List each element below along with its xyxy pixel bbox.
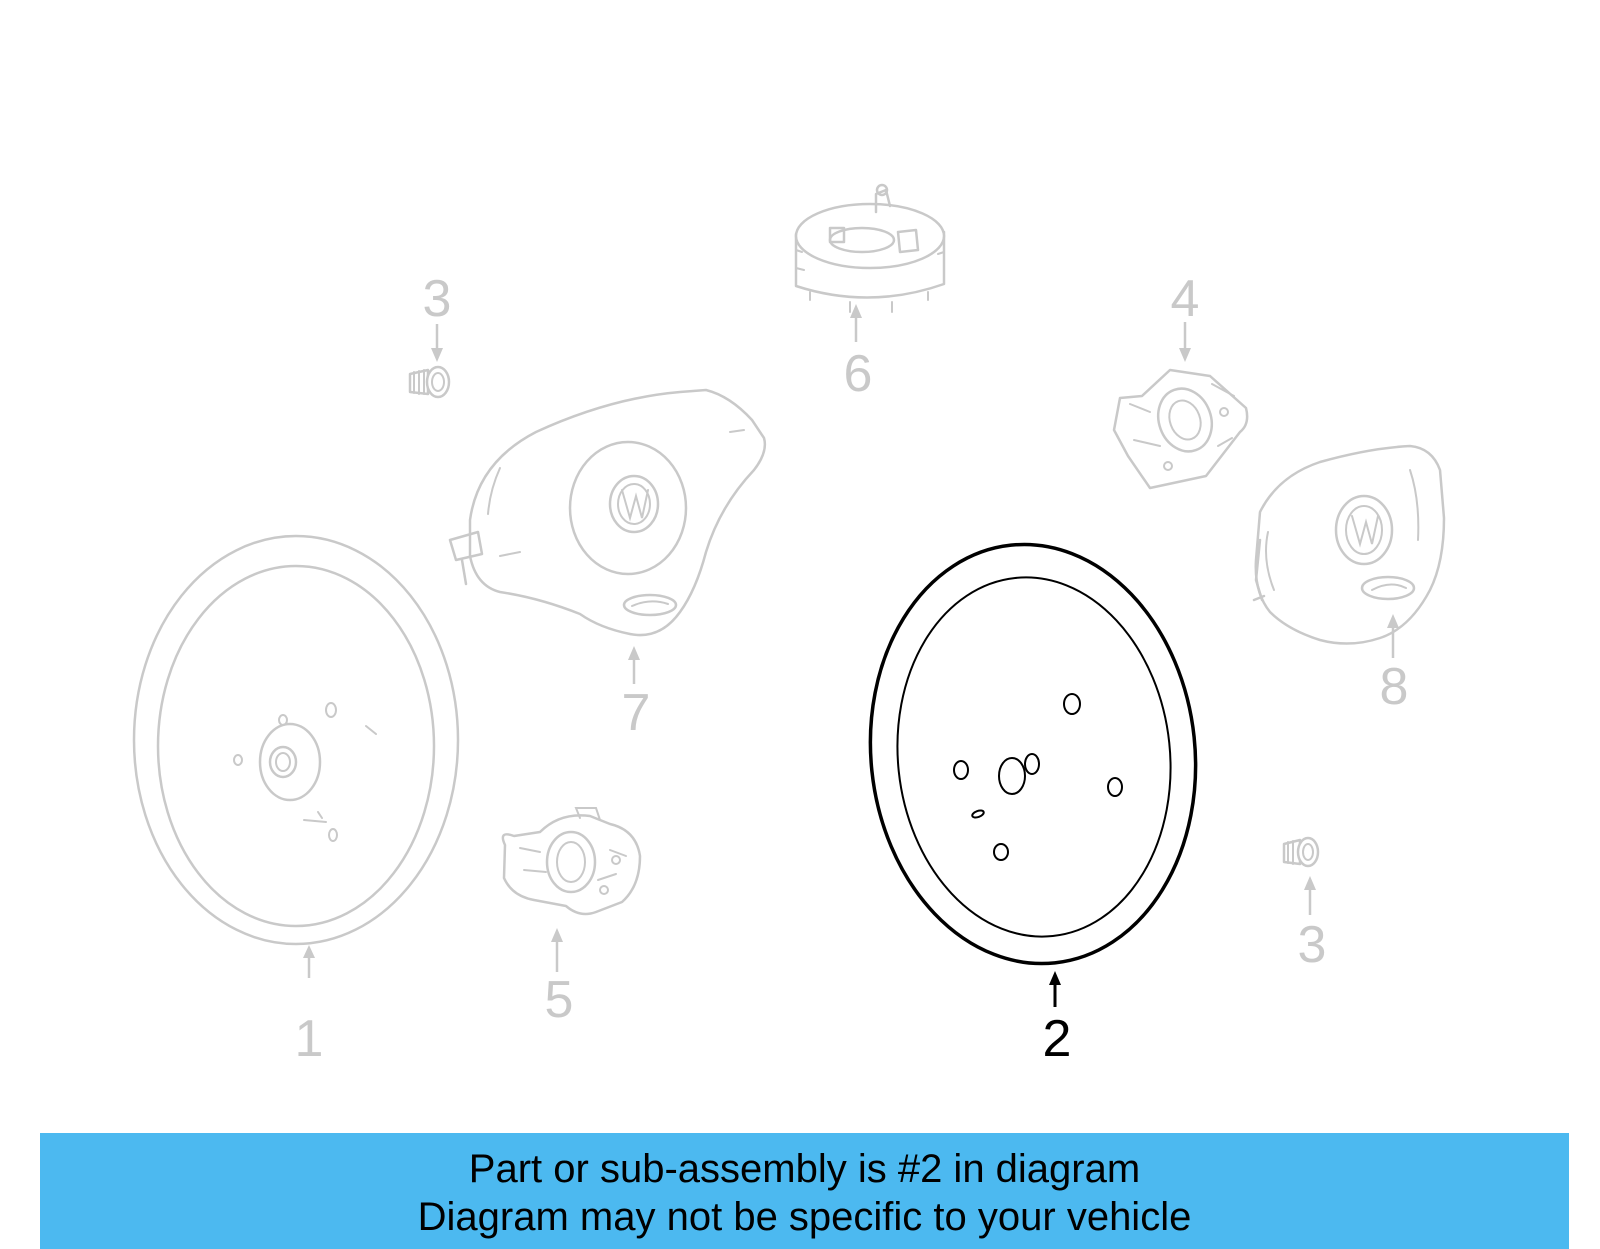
bolt-part-3-right: [1282, 836, 1320, 868]
bolt-part-3-left: [408, 365, 451, 399]
svg-text:3: 3: [423, 270, 452, 328]
svg-text:8: 8: [1380, 658, 1409, 716]
switch-housing-part-5: [1112, 368, 1249, 490]
steering-wheel-part-2: [868, 542, 1198, 966]
banner-line-part-reference: Part or sub-assembly is #2 in diagram: [468, 1147, 1141, 1191]
parts-diagram: 1 2 3 3: [132, 183, 1446, 1068]
callout-4: 5: [545, 928, 574, 1029]
svg-text:2: 2: [1043, 1010, 1072, 1068]
svg-text:1: 1: [295, 1010, 324, 1068]
callout-2[interactable]: 2: [1043, 971, 1072, 1068]
disclaimer-banner: Part or sub-assembly is #2 in diagram Di…: [40, 1133, 1569, 1249]
airbag-module-part-7: [448, 388, 767, 637]
callout-7: 7: [622, 646, 651, 742]
callout-6: 6: [844, 304, 873, 403]
svg-text:6: 6: [844, 345, 873, 403]
switch-housing-part-4: [501, 807, 642, 916]
banner-line-vehicle-disclaimer: Diagram may not be specific to your vehi…: [417, 1195, 1192, 1239]
callout-8: 8: [1380, 614, 1409, 716]
svg-text:3: 3: [1298, 916, 1327, 974]
callout-3b: 3: [1298, 876, 1327, 974]
svg-text:4: 4: [1171, 270, 1200, 328]
airbag-module-part-8: [1252, 444, 1446, 645]
callout-3a: 3: [423, 270, 452, 362]
svg-text:7: 7: [622, 684, 651, 742]
callout-5: 4: [1171, 270, 1200, 362]
svg-text:5: 5: [545, 971, 574, 1029]
callout-1: 1: [295, 945, 324, 1068]
steering-wheel-part-1: [132, 534, 460, 946]
clock-spring-part-6: [794, 183, 946, 313]
